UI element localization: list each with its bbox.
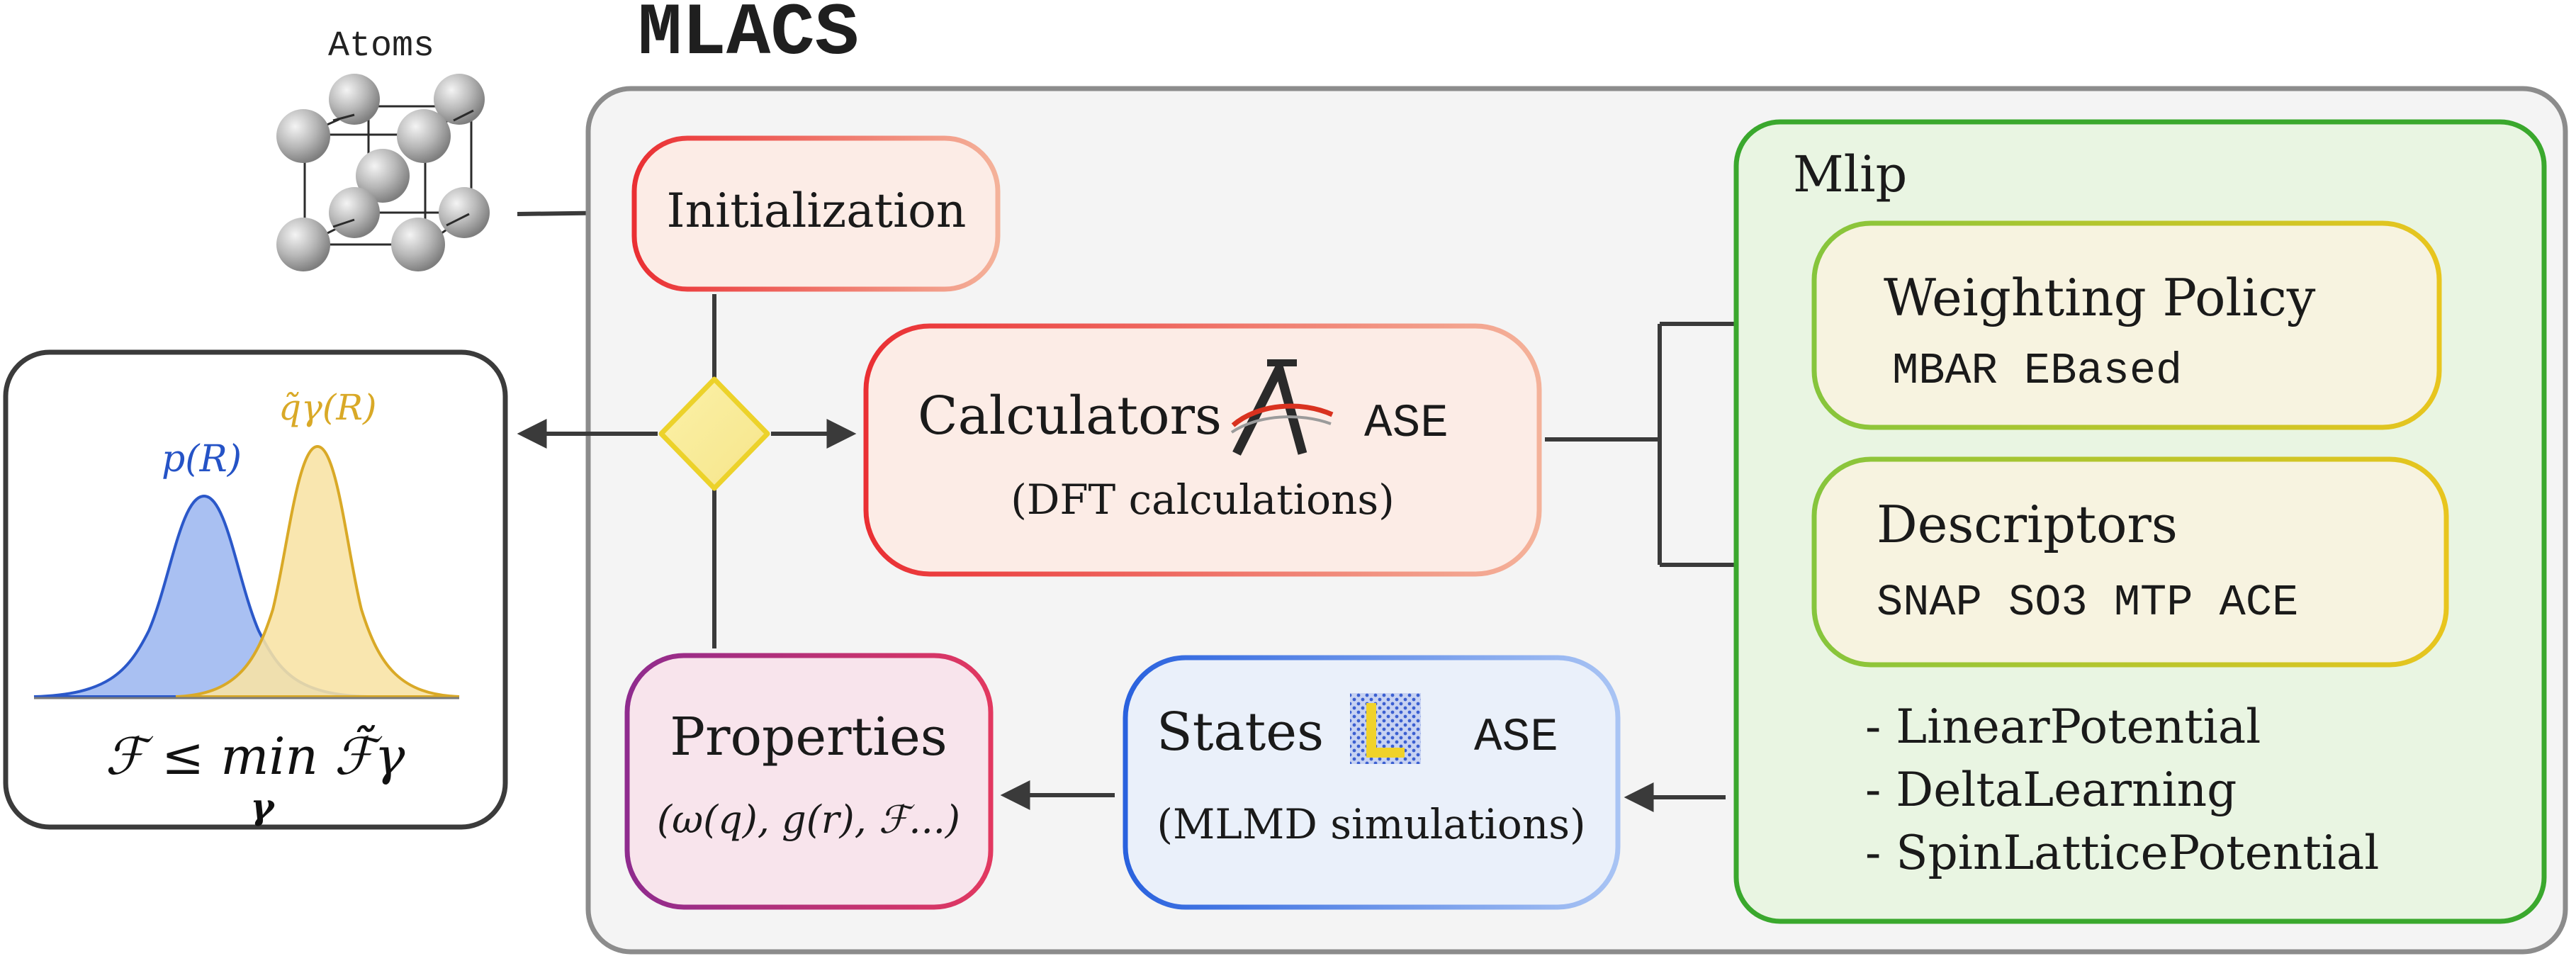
weighting-policy-options: MBAR EBased xyxy=(1892,346,2182,396)
decision-diamond xyxy=(658,376,770,491)
free-energy-inequality: ℱ ≤ min ℱ̃γ xyxy=(106,725,406,786)
states-ase-label: ASE xyxy=(1474,711,1558,764)
model-item-spinlattice: - SpinLatticePotential xyxy=(1865,826,2379,880)
calculators-ase-label: ASE xyxy=(1364,397,1449,450)
initialization-label: Initialization xyxy=(667,184,967,238)
initialization-box[interactable]: Initialization xyxy=(631,135,1001,292)
atoms-crystal-icon xyxy=(276,74,490,271)
properties-subtitle: (ω(q), g(r), ℱ...) xyxy=(657,797,960,842)
weighting-policy-box[interactable]: Weighting Policy MBAR EBased xyxy=(1811,220,2442,430)
distribution-panel: p(R) q̃γ(R) ℱ ≤ min ℱ̃γ γ xyxy=(3,349,508,830)
descriptors-box[interactable]: Descriptors SNAP SO3 MTP ACE xyxy=(1811,456,2449,668)
states-box[interactable]: States ASE (MLMD simulations) xyxy=(1123,655,1621,910)
ase-logo-icon xyxy=(1230,359,1334,456)
q-distribution-curve xyxy=(175,444,460,698)
mlip-title: Mlip xyxy=(1793,145,1907,203)
states-subtitle: (MLMD simulations) xyxy=(1157,800,1585,848)
properties-box[interactable]: Properties (ω(q), g(r), ℱ...) xyxy=(624,653,994,910)
calculators-label: Calculators xyxy=(918,386,1222,446)
atoms-label: Atoms xyxy=(328,26,434,67)
calculators-subtitle: (DFT calculations) xyxy=(1011,476,1395,524)
descriptors-options: SNAP SO3 MTP ACE xyxy=(1877,578,2298,628)
mlacs-title: MLACS xyxy=(638,0,859,76)
free-energy-min-subscript: γ xyxy=(250,785,275,827)
calculators-box[interactable]: Calculators ASE (DFT calculations) xyxy=(863,323,1542,577)
model-item-linear: - LinearPotential xyxy=(1865,699,2261,754)
properties-label: Properties xyxy=(670,707,947,768)
descriptors-label: Descriptors xyxy=(1877,495,2178,554)
mlip-container: Mlip Weighting Policy MBAR EBased Descri… xyxy=(1733,119,2547,924)
lammps-logo-icon xyxy=(1350,693,1421,764)
q-distribution-label: q̃γ(R) xyxy=(279,387,377,428)
p-distribution-label: p(R) xyxy=(162,438,242,480)
model-item-delta: - DeltaLearning xyxy=(1865,763,2237,817)
states-label: States xyxy=(1157,702,1324,763)
weighting-policy-label: Weighting Policy xyxy=(1884,268,2316,327)
